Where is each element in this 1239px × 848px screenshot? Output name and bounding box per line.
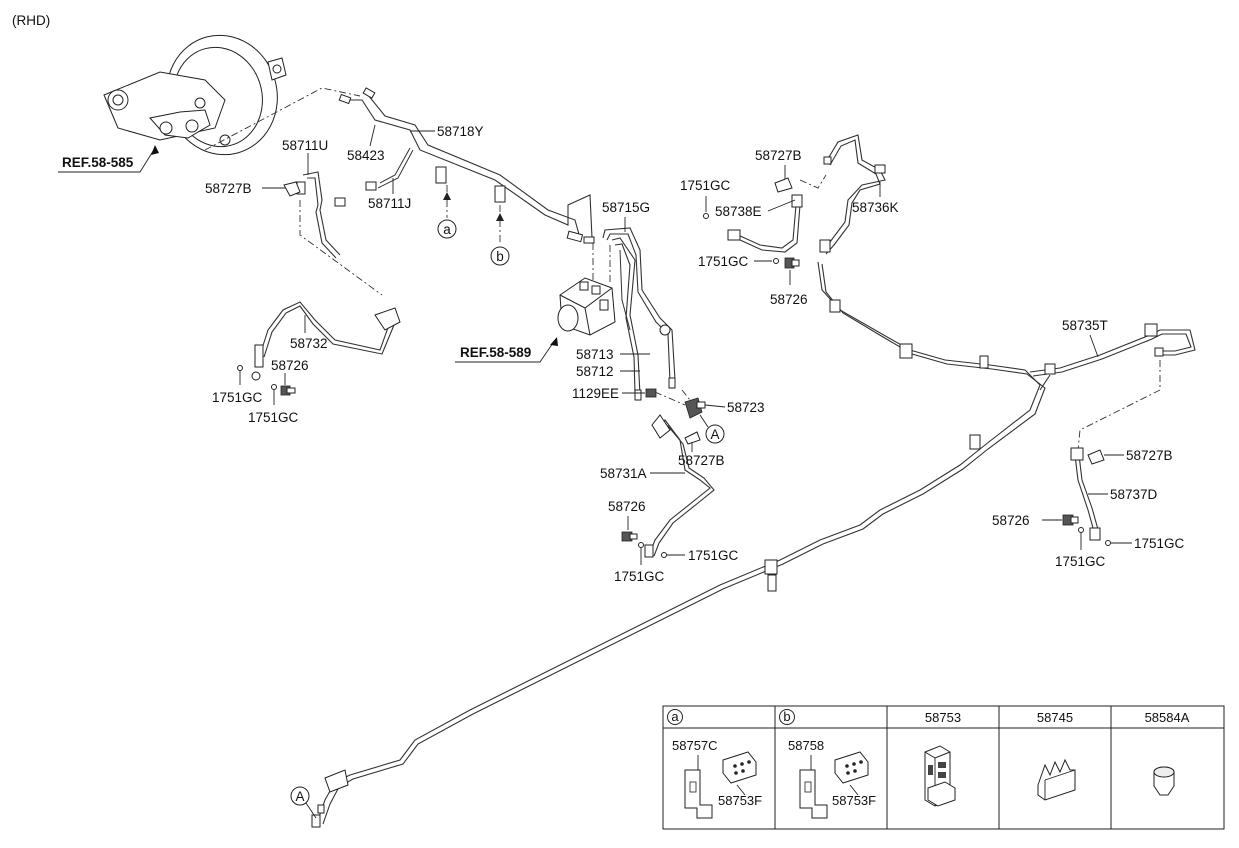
table-a-part1: 58757C [672,738,718,753]
rear-brake-lines [311,261,1196,828]
callout-b [490,246,510,266]
callout-A-bottom [290,786,310,806]
table-header-58745: 58745 [1037,710,1073,725]
label-58727B-1: 58727B [205,181,252,196]
label-58715G: 58715G [602,200,650,215]
callout-a [437,219,457,239]
plug-58584A-drawing [1153,766,1175,796]
rhd-note: (RHD) [12,13,50,28]
label-1751GC-2: 1751GC [248,410,299,425]
label-58711U: 58711U [282,138,328,153]
callout-b-label: b [496,249,504,264]
callout-A-top-label: A [710,427,719,442]
line-58711U [283,171,341,259]
label-58723: 58723 [727,400,765,415]
table-header-b: b [783,709,790,724]
label-58423: 58423 [347,148,385,163]
table-header-58753: 58753 [925,710,961,725]
label-58726-1: 58726 [271,358,309,373]
clip-58753-drawing [924,745,956,807]
brake-booster-master-cylinder [103,34,287,156]
front-brake-lines [334,87,595,244]
label-58727B-3: 58727B [755,148,802,163]
label-1129EE: 1129EE [572,386,619,401]
abs-lines [602,227,676,401]
label-58735T: 58735T [1062,318,1108,333]
label-1751GC-1: 1751GC [212,390,263,405]
label-1751GC-6: 1751GC [698,254,749,269]
label-58731A: 58731A [600,466,647,481]
label-58732: 58732 [290,336,328,351]
label-1751GC-7: 1751GC [1055,554,1106,569]
label-58713: 58713 [576,347,614,362]
junction-58723 [684,397,706,419]
label-58718Y: 58718Y [437,124,484,139]
table-header-58584A: 58584A [1145,710,1190,725]
table-a-part2: 58753F [718,793,762,808]
label-58726-3: 58726 [770,292,808,307]
label-58737D: 58737D [1110,487,1158,502]
label-58711J: 58711J [368,196,411,211]
label-1751GC-8: 1751GC [1134,536,1185,551]
label-58726-4: 58726 [992,513,1030,528]
label-1751GC-5: 1751GC [680,178,731,193]
hose-58737D [1070,447,1101,541]
table-header-a: a [671,709,679,724]
label-58726-2: 58726 [608,499,646,514]
parts-table: a b 58753 58745 58584A 58757C 58753F 587… [662,705,1225,830]
line-58736K [819,134,886,255]
abs-hydraulic-unit [557,277,616,336]
label-58727B-2: 58727B [678,453,725,468]
clip-58745-drawing [1037,758,1076,801]
table-b-part2: 58753F [832,793,876,808]
label-58738E: 58738E [715,204,762,219]
hose-58732 [251,301,401,381]
callout-a-label: a [443,222,451,237]
label-58727B-4: 58727B [1126,448,1173,463]
table-b-part1: 58758 [788,738,824,753]
label-58736K: 58736K [852,200,899,215]
ref-booster: REF.58-585 [62,155,134,170]
hose-58731A [644,414,715,558]
label-58712: 58712 [576,364,614,379]
ref-abs: REF.58-589 [460,345,531,360]
callout-A-bottom-label: A [295,789,304,804]
label-1751GC-4: 1751GC [688,548,739,563]
label-1751GC-3: 1751GC [614,569,665,584]
callout-A-top [705,424,725,444]
